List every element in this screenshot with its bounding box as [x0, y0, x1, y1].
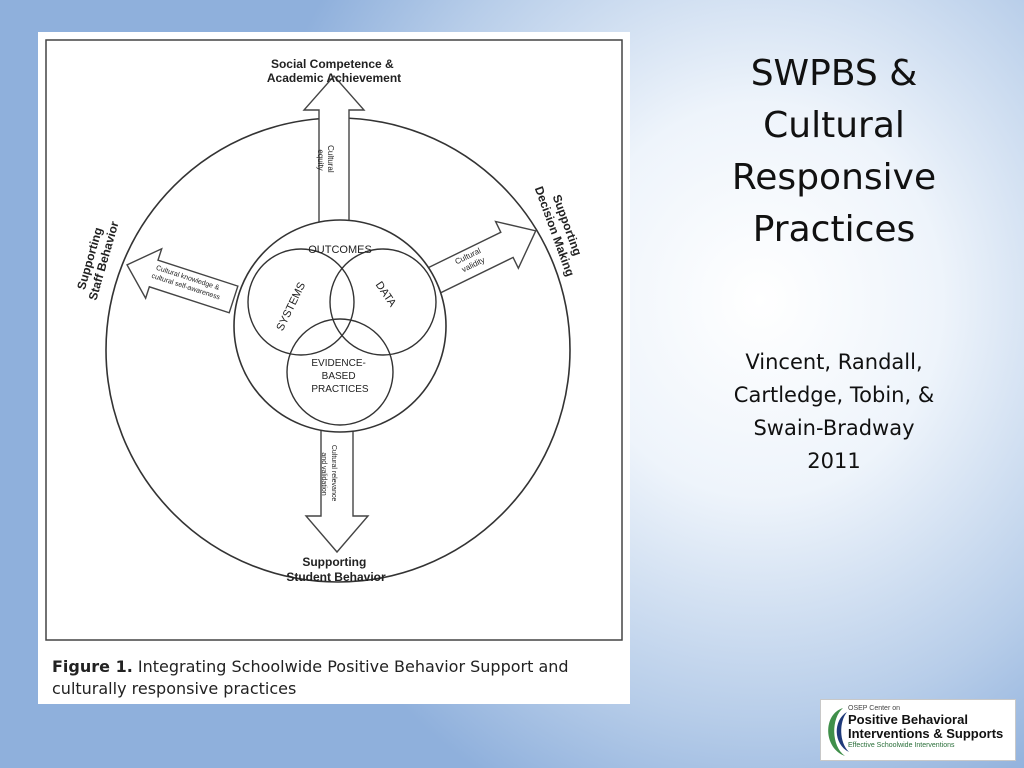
figure-frame	[45, 39, 623, 641]
pbis-logo: OSEP Center on Positive Behavioral Inter…	[820, 699, 1016, 761]
title-line4: Practices	[752, 209, 916, 250]
top-label-line2: Academic Achievement	[267, 71, 401, 85]
authors-line1: Vincent, Randall,	[745, 350, 923, 374]
svg-text:Cultural equity: Cultural equity	[316, 145, 335, 175]
slide-title: SWPBS & Cultural Responsive Practices	[700, 48, 968, 256]
venn-systems	[247, 248, 355, 356]
title-line1: SWPBS &	[750, 53, 918, 94]
svg-text:Cultural relevance and v: Cultural relevance and validation	[320, 445, 337, 503]
arrow-up-text-line2: equity	[316, 149, 325, 170]
authors-line4: 2011	[807, 449, 861, 473]
arrow-down-text-line2: and validation	[320, 452, 327, 495]
pbis-framework-diagram: Social Competence & Academic Achievement…	[45, 39, 623, 641]
arrow-right	[420, 220, 537, 297]
title-line3: Responsive	[731, 157, 937, 198]
practices-label-line1: EVIDENCE-	[311, 358, 365, 369]
arrow-down-text-line1: Cultural relevance	[330, 445, 337, 502]
caption-bold: Figure 1.	[52, 657, 133, 676]
svg-text:EVIDENCE- BASED PR: EVIDENCE- BASED PRACTICES	[311, 358, 369, 395]
venn-data	[329, 248, 437, 356]
figure-image: Social Competence & Academic Achievement…	[38, 32, 630, 704]
bottom-label-line1: Supporting	[302, 555, 366, 569]
svg-text:Social Competence & Acad: Social Competence & Academic Achievement	[267, 57, 401, 85]
caption-text: Integrating Schoolwide Positive Behavior…	[52, 657, 569, 698]
svg-text:Supporting Decision Maki: Supporting Decision Making	[532, 180, 591, 279]
pbis-swoosh-icon	[828, 708, 849, 756]
logo-tagline: Effective Schoolwide Interventions	[848, 742, 955, 749]
venn-practices	[286, 318, 394, 426]
bottom-label-line2: Student Behavior	[286, 570, 386, 584]
arrow-left	[126, 247, 239, 314]
arrow-down	[304, 421, 370, 554]
practices-label-line3: PRACTICES	[311, 384, 369, 395]
logo-small-line: OSEP Center on	[848, 705, 901, 712]
slide-authors: Vincent, Randall, Cartledge, Tobin, & Sw…	[690, 346, 978, 478]
top-label-line1: Social Competence &	[271, 57, 394, 71]
title-line2: Cultural	[763, 105, 905, 146]
practices-label-line2: BASED	[322, 371, 356, 382]
outcomes-label: OUTCOMES	[308, 244, 372, 256]
authors-line3: Swain-Bradway	[753, 416, 915, 440]
logo-main-line1: Positive Behavioral	[848, 712, 968, 727]
arrow-up-text-line1: Cultural	[326, 145, 335, 173]
logo-text: OSEP Center on Positive Behavioral Inter…	[848, 705, 1003, 750]
arrow-up	[302, 74, 366, 229]
authors-line2: Cartledge, Tobin, &	[733, 383, 935, 407]
logo-main-line2: Interventions & Supports	[848, 726, 1004, 741]
svg-text:Supporting Student Behav: Supporting Student Behavior	[286, 555, 386, 584]
figure-caption: Figure 1. Integrating Schoolwide Positiv…	[52, 656, 622, 700]
